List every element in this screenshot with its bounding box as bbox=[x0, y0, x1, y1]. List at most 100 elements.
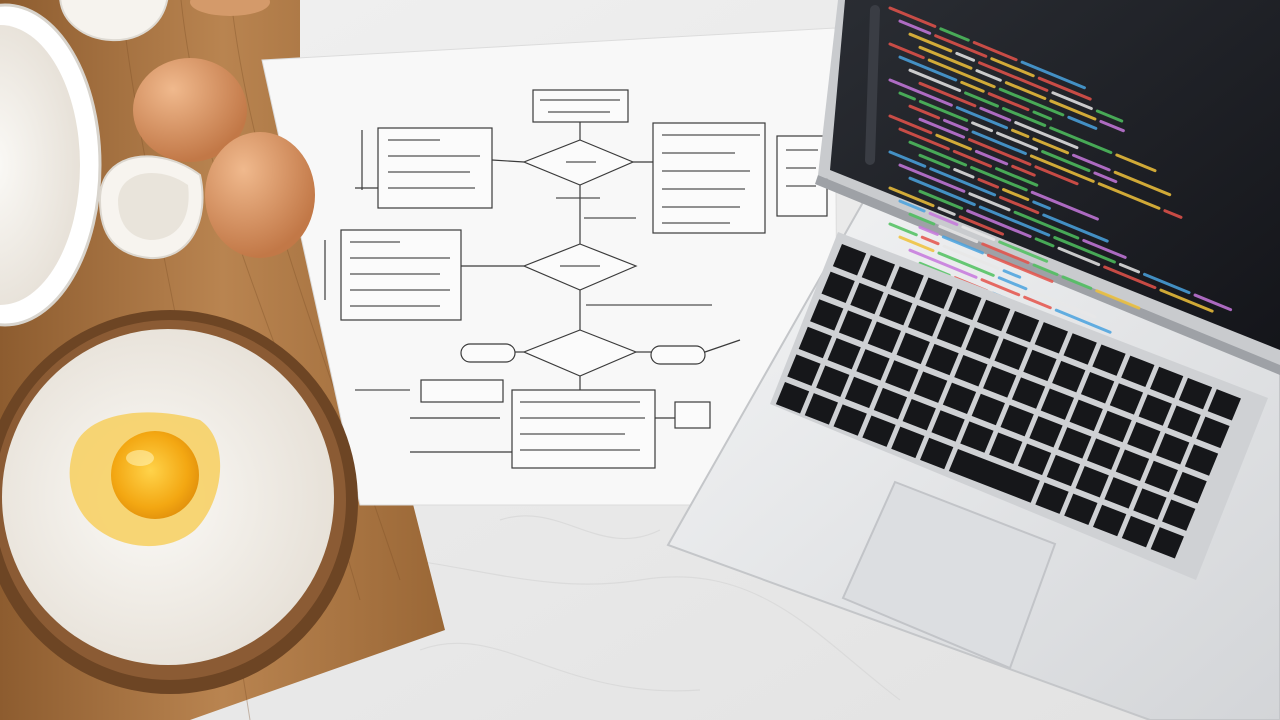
code-line bbox=[888, 6, 937, 28]
code-line bbox=[1034, 165, 1079, 186]
code-line bbox=[970, 165, 1028, 192]
code-line bbox=[898, 127, 950, 151]
keyboard-key bbox=[1064, 493, 1098, 526]
keyboard-key bbox=[989, 432, 1023, 464]
keyboard-key bbox=[879, 293, 913, 326]
code-line bbox=[928, 211, 959, 226]
code-line bbox=[888, 186, 935, 208]
code-line bbox=[1002, 188, 1030, 201]
code-line bbox=[1020, 60, 1086, 90]
code-line bbox=[987, 92, 1030, 112]
code-line bbox=[953, 168, 975, 179]
keyboard-key bbox=[965, 327, 999, 359]
keyboard-key bbox=[1133, 488, 1167, 520]
code-line bbox=[888, 78, 953, 107]
code-line bbox=[937, 206, 956, 216]
code-line bbox=[980, 278, 1021, 297]
keyboard-key bbox=[1178, 377, 1213, 410]
keyboard-key bbox=[1093, 504, 1127, 537]
flour-bowl-icon bbox=[0, 3, 102, 327]
flowchart-text-marks bbox=[350, 99, 818, 451]
code-line bbox=[918, 81, 977, 108]
keyboard-key bbox=[838, 310, 873, 342]
keyboard-key bbox=[1040, 388, 1075, 420]
keyboard-key bbox=[1092, 344, 1126, 376]
code-line bbox=[1013, 210, 1080, 240]
keyboard-key bbox=[960, 421, 994, 453]
keyboard-key bbox=[1162, 499, 1196, 531]
keyboard-key bbox=[1011, 377, 1046, 409]
keyboard-key bbox=[931, 410, 965, 442]
code-line bbox=[1011, 128, 1030, 139]
trackpad bbox=[841, 480, 1057, 670]
code-line bbox=[1032, 263, 1059, 276]
code-line bbox=[1030, 190, 1099, 221]
code-line bbox=[1034, 237, 1055, 248]
code-line bbox=[1163, 209, 1183, 219]
code-line bbox=[1143, 272, 1191, 295]
keyboard-key bbox=[948, 448, 1040, 503]
code-line bbox=[898, 19, 932, 35]
code-line bbox=[999, 195, 1040, 215]
code-line bbox=[968, 138, 1032, 166]
code-line bbox=[1049, 126, 1113, 155]
code-line bbox=[986, 253, 1054, 283]
keyboard-key bbox=[1063, 333, 1097, 365]
keyboard-key bbox=[873, 387, 908, 420]
keyboard-key bbox=[1098, 410, 1132, 443]
code-line bbox=[955, 51, 976, 62]
keyboard-key bbox=[1121, 355, 1155, 388]
keyboard-key bbox=[891, 426, 925, 459]
keyboard-key bbox=[1104, 477, 1138, 509]
code-line bbox=[1093, 171, 1118, 184]
keyboard-key bbox=[844, 376, 879, 409]
egg-icon bbox=[133, 0, 315, 258]
code-line bbox=[996, 131, 1039, 151]
code-line bbox=[1099, 119, 1125, 133]
code-line bbox=[975, 69, 1002, 82]
code-line bbox=[1049, 99, 1097, 121]
code-line bbox=[964, 91, 999, 108]
code-line bbox=[1118, 262, 1141, 274]
keyboard-key bbox=[1086, 438, 1121, 470]
keyboard-key bbox=[1052, 360, 1086, 393]
code-line bbox=[898, 199, 926, 213]
code-line bbox=[918, 45, 973, 70]
code-line bbox=[1029, 154, 1095, 183]
keyboard-key bbox=[1115, 449, 1150, 481]
code-line bbox=[888, 42, 925, 60]
code-line bbox=[955, 106, 1009, 130]
code-line bbox=[961, 225, 996, 242]
keyboard-key bbox=[1150, 366, 1184, 399]
code-line bbox=[1057, 246, 1101, 267]
code-line bbox=[1095, 289, 1141, 310]
code-line bbox=[1061, 275, 1093, 290]
code-line bbox=[934, 34, 988, 58]
code-editor-display bbox=[865, 5, 1233, 345]
code-line bbox=[1032, 110, 1053, 121]
code-line bbox=[997, 276, 1028, 291]
code-line bbox=[908, 32, 953, 53]
keyboard-key bbox=[919, 277, 953, 309]
code-line bbox=[972, 41, 1018, 62]
keyboard-key bbox=[1080, 372, 1115, 404]
code-line bbox=[1115, 153, 1157, 173]
code-line bbox=[1053, 236, 1116, 264]
code-line bbox=[1067, 115, 1098, 130]
code-line bbox=[920, 235, 940, 246]
code-line bbox=[918, 189, 964, 210]
code-line bbox=[1051, 91, 1093, 111]
keyboard-key bbox=[977, 299, 1011, 332]
keyboard-key bbox=[907, 305, 942, 337]
keyboard-key bbox=[804, 393, 839, 425]
code-line bbox=[1004, 81, 1047, 100]
code-line bbox=[960, 80, 985, 93]
keyboard-key bbox=[1196, 416, 1230, 449]
keyboard-key bbox=[1005, 310, 1040, 343]
code-line bbox=[966, 209, 1032, 238]
keyboard-key bbox=[896, 332, 930, 365]
code-line bbox=[1193, 293, 1233, 312]
code-line bbox=[1113, 170, 1172, 197]
code-line bbox=[971, 121, 994, 133]
